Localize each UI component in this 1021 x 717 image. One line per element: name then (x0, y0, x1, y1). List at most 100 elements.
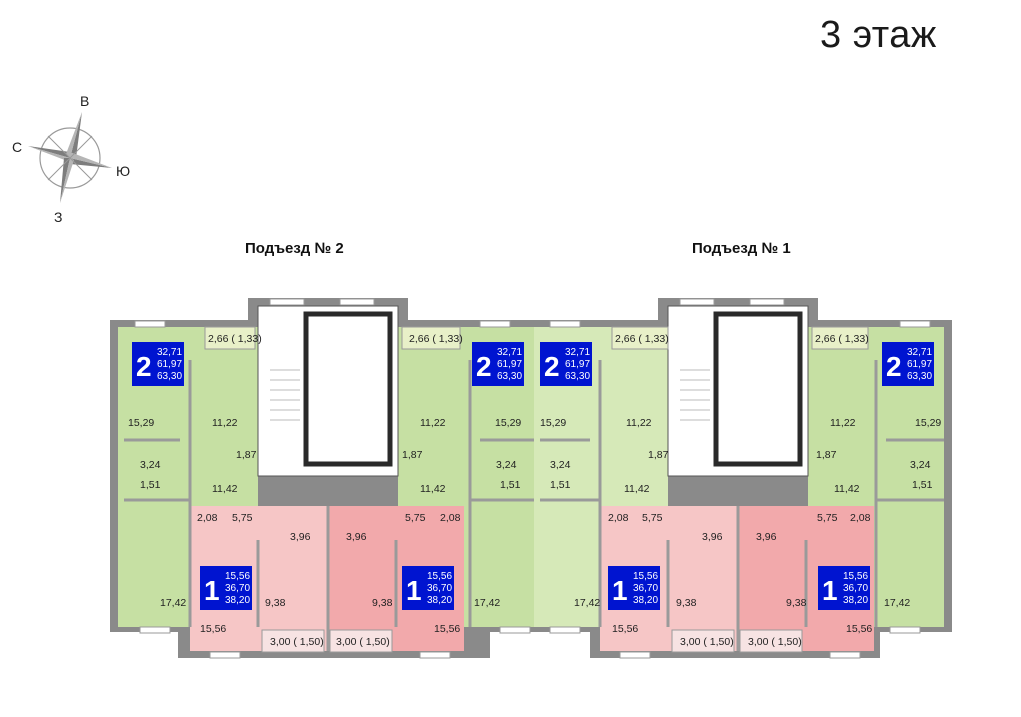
room-area-label: 1,87 (402, 449, 423, 461)
apartment-area-value: 38,20 (843, 595, 868, 606)
room-area-label: 17,42 (574, 597, 600, 609)
room-area-label: 2,08 (608, 512, 629, 524)
apartment-area-value: 63,30 (565, 371, 590, 382)
room-area-label: 11,42 (212, 483, 238, 495)
room-area-label: 11,42 (834, 483, 860, 495)
apartment-area-value: 61,97 (565, 359, 590, 370)
room-area-label: 17,42 (474, 597, 500, 609)
apartment-rooms-count: 1 (204, 575, 220, 606)
room-area-label: 2,66 ( 1,33) (208, 333, 262, 345)
apartment-area-value: 36,70 (225, 583, 250, 594)
page-title: 3 этаж (820, 14, 937, 56)
apartment-rooms-count: 1 (406, 575, 422, 606)
apartment-rooms-count: 1 (612, 575, 628, 606)
apartment-area-value: 32,71 (497, 347, 522, 358)
apartment-area-value: 63,30 (907, 371, 932, 382)
room-area-label: 3,00 ( 1,50) (270, 636, 324, 648)
apartment-area-value: 15,56 (427, 571, 452, 582)
room-area-label: 3,96 (756, 531, 777, 543)
apartment-area-value: 63,30 (497, 371, 522, 382)
room-area-label: 11,42 (420, 483, 446, 495)
apartment-area-value: 32,71 (565, 347, 590, 358)
room-area-label: 5,75 (642, 512, 663, 524)
room-area-label: 11,22 (626, 417, 652, 429)
room-area-label: 11,22 (212, 417, 238, 429)
room-area-label: 1,87 (236, 449, 257, 461)
room-area-label: 11,22 (420, 417, 446, 429)
apartment-area-value: 38,20 (427, 595, 452, 606)
entrance-2-label: Подъезд № 2 (245, 240, 344, 257)
room-area-label: 15,56 (200, 623, 226, 635)
compass-north-label: С (12, 139, 22, 155)
room-area-label: 3,00 ( 1,50) (336, 636, 390, 648)
room-area-label: 11,42 (624, 483, 650, 495)
room-area-label: 5,75 (232, 512, 253, 524)
room-area-label: 3,96 (346, 531, 367, 543)
apartment-area-value: 36,70 (427, 583, 452, 594)
room-area-label: 2,08 (440, 512, 461, 524)
room-area-label: 15,29 (495, 417, 521, 429)
room-area-label: 2,66 ( 1,33) (409, 333, 463, 345)
room-area-label: 15,56 (846, 623, 872, 635)
room-area-label: 1,51 (912, 479, 933, 491)
apartment-area-value: 38,20 (225, 595, 250, 606)
apartment-area-value: 61,97 (157, 359, 182, 370)
apartment-area-value: 61,97 (497, 359, 522, 370)
room-area-label: 3,24 (550, 459, 571, 471)
room-area-label: 1,51 (550, 479, 571, 491)
room-area-label: 1,87 (816, 449, 837, 461)
room-area-label: 3,24 (140, 459, 161, 471)
room-area-label: 15,29 (915, 417, 941, 429)
room-area-label: 3,96 (702, 531, 723, 543)
room-area-label: 15,29 (128, 417, 154, 429)
room-area-label: 2,08 (850, 512, 871, 524)
room-area-label: 9,38 (786, 597, 807, 609)
apartment-area-value: 61,97 (907, 359, 932, 370)
room-area-label: 1,51 (140, 479, 161, 491)
compass-south-label: Ю (116, 163, 130, 179)
room-area-label: 3,24 (910, 459, 931, 471)
room-area-label: 15,29 (540, 417, 566, 429)
room-area-label: 17,42 (160, 597, 186, 609)
room-area-label: 1,87 (648, 449, 669, 461)
room-area-label: 1,51 (500, 479, 521, 491)
apartment-area-value: 63,30 (157, 371, 182, 382)
apartment-rooms-count: 2 (886, 351, 902, 382)
room-area-label: 5,75 (817, 512, 838, 524)
apartment-area-value: 32,71 (157, 347, 182, 358)
room-area-label: 2,66 ( 1,33) (615, 333, 669, 345)
compass-rose-icon: С В Ю З (12, 93, 130, 225)
compass-west-label: З (54, 209, 62, 225)
entrance-1-label: Подъезд № 1 (692, 240, 791, 257)
compass-east-label: В (80, 93, 89, 109)
apartment-area-value: 36,70 (633, 583, 658, 594)
room-area-label: 3,00 ( 1,50) (748, 636, 802, 648)
room-area-label: 9,38 (676, 597, 697, 609)
room-area-label: 9,38 (265, 597, 286, 609)
room-area-label: 11,22 (830, 417, 856, 429)
room-area-label: 3,00 ( 1,50) (680, 636, 734, 648)
room-area-label: 3,96 (290, 531, 311, 543)
room-area-label: 2,08 (197, 512, 218, 524)
apartment-rooms-count: 2 (476, 351, 492, 382)
apartment-area-value: 36,70 (843, 583, 868, 594)
apartment-area-value: 15,56 (225, 571, 250, 582)
apartment-area-value: 15,56 (843, 571, 868, 582)
apartment-area-value: 15,56 (633, 571, 658, 582)
room-area-label: 3,24 (496, 459, 517, 471)
apartment-rooms-count: 1 (822, 575, 838, 606)
room-area-label: 2,66 ( 1,33) (815, 333, 869, 345)
room-area-label: 15,56 (434, 623, 460, 635)
apartment-rooms-count: 2 (544, 351, 560, 382)
apartment-rooms-count: 2 (136, 351, 152, 382)
room-area-label: 5,75 (405, 512, 426, 524)
